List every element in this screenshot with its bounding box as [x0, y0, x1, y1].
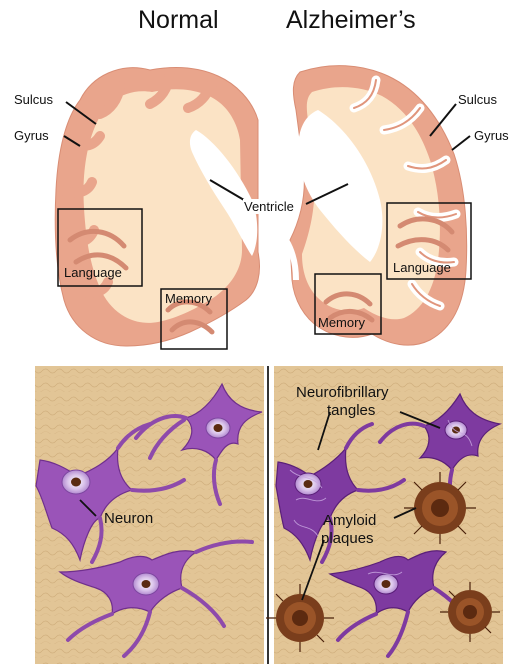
label-language-normal: Language — [64, 265, 122, 280]
normal-brain-section — [55, 68, 259, 346]
alzheimers-brain-section — [286, 66, 467, 346]
label-neuron: Neuron — [104, 510, 153, 527]
label-plaques-line2: plaques — [321, 530, 374, 547]
label-gyrus-normal: Gyrus — [14, 128, 49, 143]
label-plaques-line1: Amyloid — [323, 512, 376, 529]
label-tangles-line2: tangles — [327, 402, 375, 419]
label-memory-alzheimers: Memory — [318, 315, 365, 330]
label-gyrus-alzheimers: Gyrus — [474, 128, 509, 143]
label-tangles-line1: Neurofibrillary — [296, 384, 389, 401]
label-memory-normal: Memory — [165, 291, 212, 306]
label-language-alzheimers: Language — [393, 260, 451, 275]
label-ventricle: Ventricle — [243, 199, 295, 214]
label-sulcus-alzheimers: Sulcus — [458, 92, 497, 107]
label-sulcus-normal: Sulcus — [14, 92, 53, 107]
